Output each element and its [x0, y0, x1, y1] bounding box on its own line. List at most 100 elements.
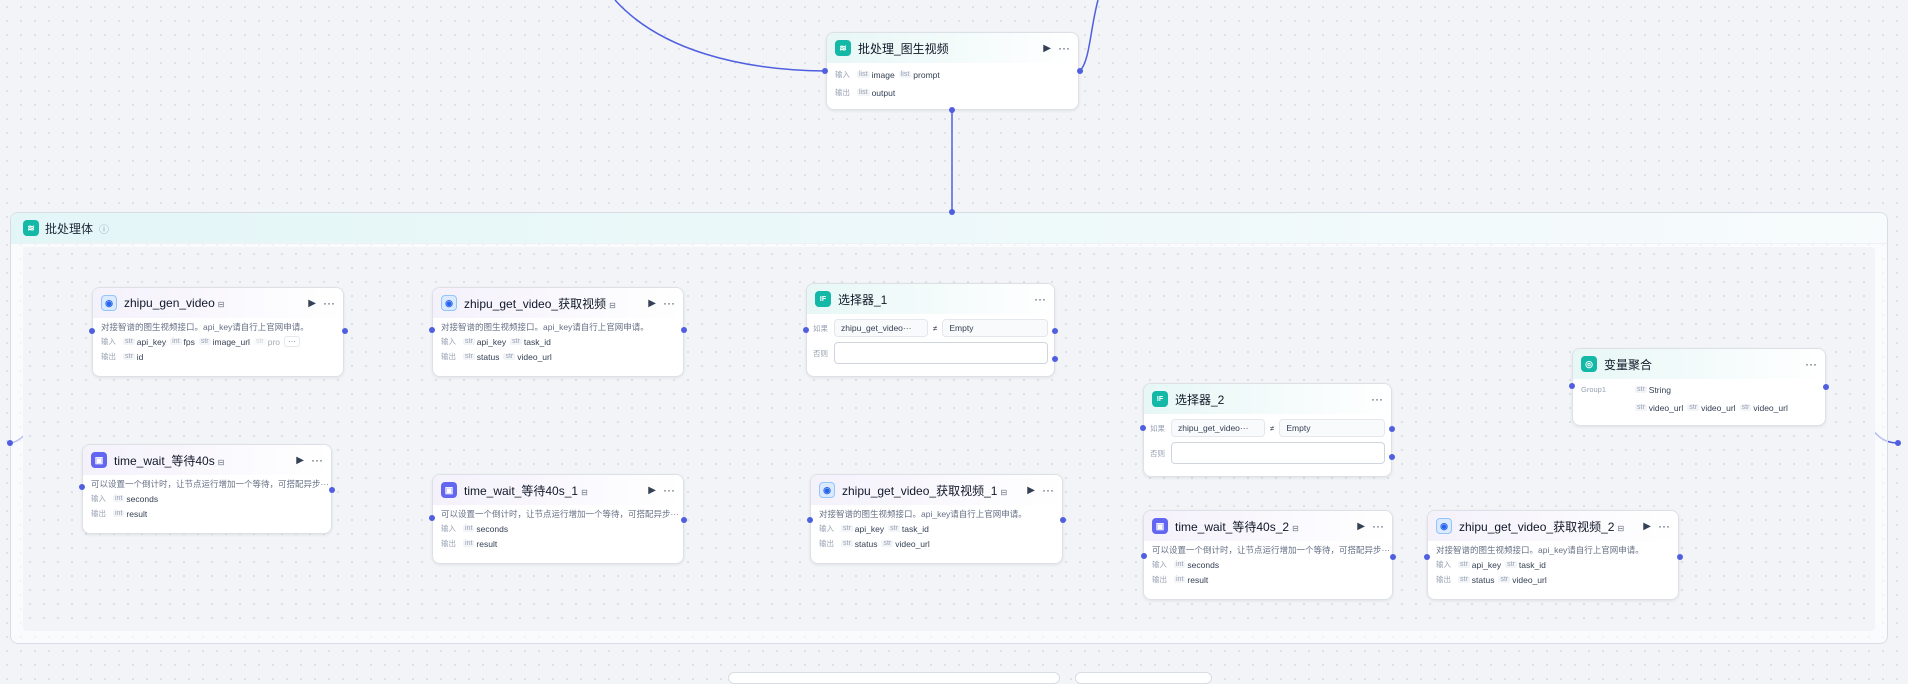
- type-tag: int: [113, 510, 125, 517]
- handle-sel1-if[interactable]: [1052, 328, 1058, 334]
- inputs-label: 输入: [91, 494, 106, 503]
- handle-top-out[interactable]: [1077, 68, 1083, 74]
- handle-wait2-in[interactable]: [1141, 553, 1147, 559]
- condition-value[interactable]: Empty: [942, 319, 1048, 337]
- handle-wait2-out[interactable]: [1390, 554, 1396, 560]
- more-icon[interactable]: ···: [1058, 41, 1070, 55]
- handle-top-bottom[interactable]: [949, 107, 955, 113]
- run-icon[interactable]: ▶: [1043, 42, 1051, 54]
- node-zhipu-gen-video[interactable]: ◉ zhipu_gen_video⊟ ▶ ··· 对接智谱的图生视频接口。api…: [92, 287, 344, 377]
- node-header[interactable]: ◉ zhipu_get_video_获取视频⊟ ▶ ···: [433, 288, 683, 318]
- node-header[interactable]: ▣ time_wait_等待40s_1⊟ ▶ ···: [433, 475, 683, 505]
- handle-sel2-if[interactable]: [1389, 426, 1395, 432]
- more-inputs-button[interactable]: ···: [284, 336, 301, 347]
- handle-group-out[interactable]: [1895, 440, 1901, 446]
- node-zhipu-get-video-2[interactable]: ◉ zhipu_get_video_获取视频_2⊟ ▶ ··· 对接智谱的图生视…: [1427, 510, 1679, 600]
- run-icon[interactable]: ▶: [1027, 484, 1035, 496]
- node-zhipu-get-video[interactable]: ◉ zhipu_get_video_获取视频⊟ ▶ ··· 对接智谱的图生视频接…: [432, 287, 684, 377]
- handle-sel2-else[interactable]: [1389, 454, 1395, 460]
- more-icon[interactable]: ···: [311, 453, 323, 467]
- handle-agg-out[interactable]: [1823, 384, 1829, 390]
- handle-gen-out[interactable]: [342, 328, 348, 334]
- node-description: 对接智谱的图生视频接口。api_key请自行上官网申请。: [1436, 545, 1644, 555]
- more-icon[interactable]: ···: [663, 296, 675, 310]
- node-time-wait-40s[interactable]: ▣ time_wait_等待40s⊟ ▶ ··· 可以设置一个倒计时，让节点运行…: [82, 444, 332, 534]
- node-title-text: zhipu_get_video_获取视频_2: [1459, 519, 1615, 534]
- node-header[interactable]: IF 选择器_2 ···: [1144, 384, 1391, 414]
- node-time-wait-40s-2[interactable]: ▣ time_wait_等待40s_2⊟ ▶ ··· 可以设置一个倒计时，让节点…: [1143, 510, 1393, 600]
- if-label: 如果: [813, 323, 828, 333]
- handle-wait-out[interactable]: [329, 487, 335, 493]
- bottom-toolbar-secondary[interactable]: [1075, 672, 1212, 684]
- handle-top-in[interactable]: [822, 68, 828, 74]
- handle-sel2-in[interactable]: [1140, 425, 1146, 431]
- more-icon[interactable]: ···: [323, 296, 335, 310]
- node-time-wait-40s-1[interactable]: ▣ time_wait_等待40s_1⊟ ▶ ··· 可以设置一个倒计时，让节点…: [432, 474, 684, 564]
- node-header[interactable]: ◉ zhipu_gen_video⊟ ▶ ···: [93, 288, 343, 318]
- more-icon[interactable]: ···: [663, 483, 675, 497]
- handle-wait1-out[interactable]: [681, 517, 687, 523]
- condition-operator[interactable]: ≠: [1270, 423, 1275, 433]
- run-icon[interactable]: ▶: [296, 454, 304, 466]
- type-tag: str: [1739, 404, 1752, 411]
- node-header[interactable]: ▣ time_wait_等待40s_2⊟ ▶ ···: [1144, 511, 1392, 541]
- run-icon[interactable]: ▶: [648, 484, 656, 496]
- more-icon[interactable]: ···: [1034, 292, 1046, 306]
- handle-getvideo-out[interactable]: [681, 327, 687, 333]
- node-title: 变量聚合: [1604, 357, 1653, 372]
- node-header[interactable]: IF 选择器_1 ···: [807, 284, 1054, 314]
- run-icon[interactable]: ▶: [648, 297, 656, 309]
- group-header[interactable]: ≋ 批处理体 ⓘ: [11, 213, 1887, 244]
- input-name: image_url: [212, 336, 250, 347]
- condition-value[interactable]: Empty: [1279, 419, 1385, 437]
- node-header[interactable]: ◉ zhipu_get_video_获取视频_1⊟ ▶ ···: [811, 475, 1062, 505]
- handle-sel1-else[interactable]: [1052, 356, 1058, 362]
- handle-agg-in[interactable]: [1569, 383, 1575, 389]
- type-tag: str: [253, 338, 266, 345]
- handle-getvideo-in[interactable]: [429, 327, 435, 333]
- more-icon[interactable]: ···: [1658, 519, 1670, 533]
- type-tag: str: [1458, 561, 1470, 568]
- handle-getvideo1-in[interactable]: [807, 517, 813, 523]
- run-icon[interactable]: ▶: [1357, 520, 1365, 532]
- more-icon[interactable]: ···: [1372, 519, 1384, 533]
- node-header[interactable]: ▣ time_wait_等待40s⊟ ▶ ···: [83, 445, 331, 475]
- else-branch[interactable]: [834, 342, 1048, 364]
- run-icon[interactable]: ▶: [1643, 520, 1651, 532]
- more-icon[interactable]: ···: [1371, 392, 1383, 406]
- node-header[interactable]: ◎ 变量聚合 ···: [1573, 349, 1825, 379]
- handle-getvideo2-in[interactable]: [1424, 554, 1430, 560]
- handle-gen-in[interactable]: [89, 328, 95, 334]
- node-zhipu-get-video-1[interactable]: ◉ zhipu_get_video_获取视频_1⊟ ▶ ··· 对接智谱的图生视…: [810, 474, 1063, 564]
- else-branch[interactable]: [1171, 442, 1385, 464]
- condition-variable[interactable]: zhipu_get_video···: [834, 319, 928, 337]
- cube-icon: ▣: [441, 482, 457, 498]
- handle-getvideo1-out[interactable]: [1060, 517, 1066, 523]
- more-icon[interactable]: ···: [1805, 357, 1817, 371]
- handle-group-in[interactable]: [7, 440, 13, 446]
- type-tag: list: [857, 89, 870, 96]
- bottom-toolbar[interactable]: [728, 672, 1060, 684]
- handle-sel1-in[interactable]: [803, 327, 809, 333]
- more-icon[interactable]: ···: [1042, 483, 1054, 497]
- input-name: api_key: [476, 336, 507, 347]
- node-header[interactable]: ≋ 批处理_图生视频 ▶ ···: [827, 33, 1078, 63]
- handle-getvideo2-out[interactable]: [1677, 554, 1683, 560]
- input-name: task_id: [523, 336, 551, 347]
- run-icon[interactable]: ▶: [308, 297, 316, 309]
- var-name: video_url: [1648, 402, 1684, 413]
- condition-variable[interactable]: zhipu_get_video···: [1171, 419, 1265, 437]
- handle-wait1-in[interactable]: [429, 515, 435, 521]
- node-selector-1[interactable]: IF 选择器_1 ··· 如果 zhipu_get_video··· ≠ Emp…: [806, 283, 1055, 377]
- handle-wait-in[interactable]: [79, 484, 85, 490]
- node-selector-2[interactable]: IF 选择器_2 ··· 如果 zhipu_get_video··· ≠ Emp…: [1143, 383, 1392, 477]
- info-icon[interactable]: ⓘ: [99, 224, 110, 236]
- handle-group-top[interactable]: [949, 209, 955, 215]
- condition-operator[interactable]: ≠: [933, 323, 938, 333]
- node-header[interactable]: ◉ zhipu_get_video_获取视频_2⊟ ▶ ···: [1428, 511, 1678, 541]
